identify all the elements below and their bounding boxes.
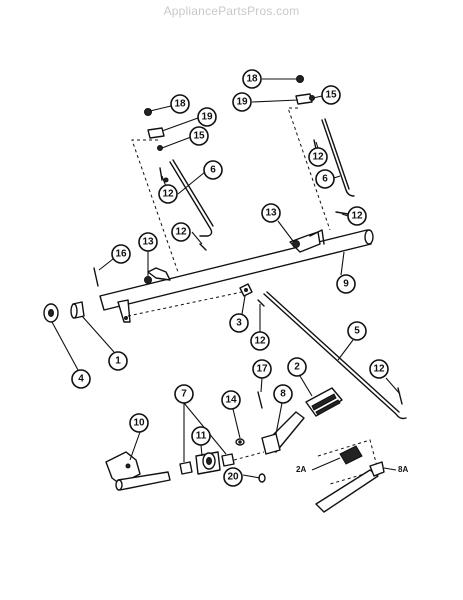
assembly-outline — [317, 439, 379, 485]
left-clip-parts — [144, 108, 169, 183]
callout-15-left: 15 — [189, 126, 209, 146]
svg-text:18: 18 — [174, 99, 186, 110]
callout-1: 1 — [108, 351, 128, 371]
clip-right — [292, 240, 300, 248]
svg-text:19: 19 — [201, 112, 213, 123]
svg-text:10: 10 — [133, 418, 145, 429]
svg-text:11: 11 — [196, 431, 207, 442]
callout-2: 2 — [287, 357, 307, 377]
callout-12-shaft: 12 — [250, 331, 270, 351]
pedal-dash-line — [233, 451, 265, 461]
label-8a: 8A — [398, 465, 408, 474]
callout-15-right: 15 — [321, 85, 341, 105]
callout-12-left-pin: 12 — [171, 222, 191, 242]
right-bracket-outline — [287, 107, 331, 231]
svg-text:12: 12 — [351, 211, 363, 222]
callout-7: 7 — [174, 384, 194, 404]
svg-text:12: 12 — [175, 227, 187, 238]
callout-5: 5 — [347, 321, 367, 341]
svg-text:4: 4 — [78, 374, 84, 385]
callout-12-long-rod: 12 — [369, 359, 389, 379]
svg-text:12: 12 — [254, 336, 266, 347]
svg-text:20: 20 — [227, 472, 239, 483]
right-rod — [321, 118, 355, 197]
svg-text:5: 5 — [354, 326, 360, 337]
svg-text:17: 17 — [256, 364, 268, 375]
svg-text:6: 6 — [322, 174, 328, 185]
callout-13-right: 13 — [261, 203, 281, 223]
callout-12-right-rod: 12 — [308, 147, 328, 167]
callout-13-left: 13 — [138, 232, 158, 252]
svg-text:1: 1 — [115, 356, 121, 367]
callout-19-right: 19 — [232, 92, 252, 112]
svg-text:15: 15 — [325, 90, 337, 101]
clip-left — [144, 276, 152, 284]
svg-text:6: 6 — [210, 165, 216, 176]
callout-9: 9 — [336, 274, 356, 294]
svg-text:13: 13 — [142, 237, 154, 248]
svg-text:7: 7 — [181, 389, 187, 400]
callout-6-right: 6 — [315, 169, 335, 189]
callout-12-left-rod: 12 — [158, 184, 178, 204]
callout-12-right-pin: 12 — [347, 206, 367, 226]
shaft-dash-line — [127, 291, 243, 317]
hub — [195, 451, 221, 475]
callout-10: 10 — [129, 413, 149, 433]
callout-8: 8 — [273, 384, 293, 404]
watermark: AppliancePartsPros.com — [163, 4, 300, 18]
callout-4: 4 — [71, 369, 91, 389]
svg-text:12: 12 — [162, 189, 174, 200]
washer — [43, 303, 59, 323]
pedal-pad-assembly — [339, 445, 363, 465]
pedal-pad — [305, 387, 343, 417]
callout-18-right: 18 — [242, 69, 262, 89]
pedal-arm-assembly — [315, 461, 385, 513]
svg-text:12: 12 — [312, 152, 324, 163]
left-bracket-outline — [131, 139, 179, 273]
svg-text:18: 18 — [246, 74, 258, 85]
svg-text:19: 19 — [236, 97, 248, 108]
svg-text:9: 9 — [343, 279, 349, 290]
right-clip-parts — [295, 75, 319, 159]
svg-text:16: 16 — [115, 249, 127, 260]
bushing — [70, 301, 85, 319]
nut — [235, 438, 245, 446]
svg-text:8: 8 — [280, 389, 286, 400]
long-rod — [263, 291, 407, 420]
svg-text:3: 3 — [236, 318, 242, 329]
svg-text:13: 13 — [265, 208, 277, 219]
callout-16: 16 — [111, 244, 131, 264]
callout-14: 14 — [221, 390, 241, 410]
left-rod — [169, 159, 214, 237]
callout-20: 20 — [223, 467, 243, 487]
svg-text:14: 14 — [225, 395, 237, 406]
callout-11: 11 — [191, 426, 211, 446]
label-2a: 2A — [296, 465, 306, 474]
svg-text:2: 2 — [294, 362, 300, 373]
svg-text:12: 12 — [373, 364, 385, 375]
cotter-pins — [93, 211, 403, 409]
callout-17: 17 — [252, 359, 272, 379]
shift-bracket — [105, 451, 171, 491]
callout-6-left: 6 — [203, 160, 223, 180]
link-block — [239, 283, 253, 297]
main-shaft — [99, 229, 374, 323]
pedal-arm — [261, 411, 305, 455]
sleeves — [179, 453, 235, 475]
callout-19-left: 19 — [197, 107, 217, 127]
svg-text:15: 15 — [193, 131, 205, 142]
callout-18-left: 18 — [170, 94, 190, 114]
callout-3: 3 — [229, 313, 249, 333]
